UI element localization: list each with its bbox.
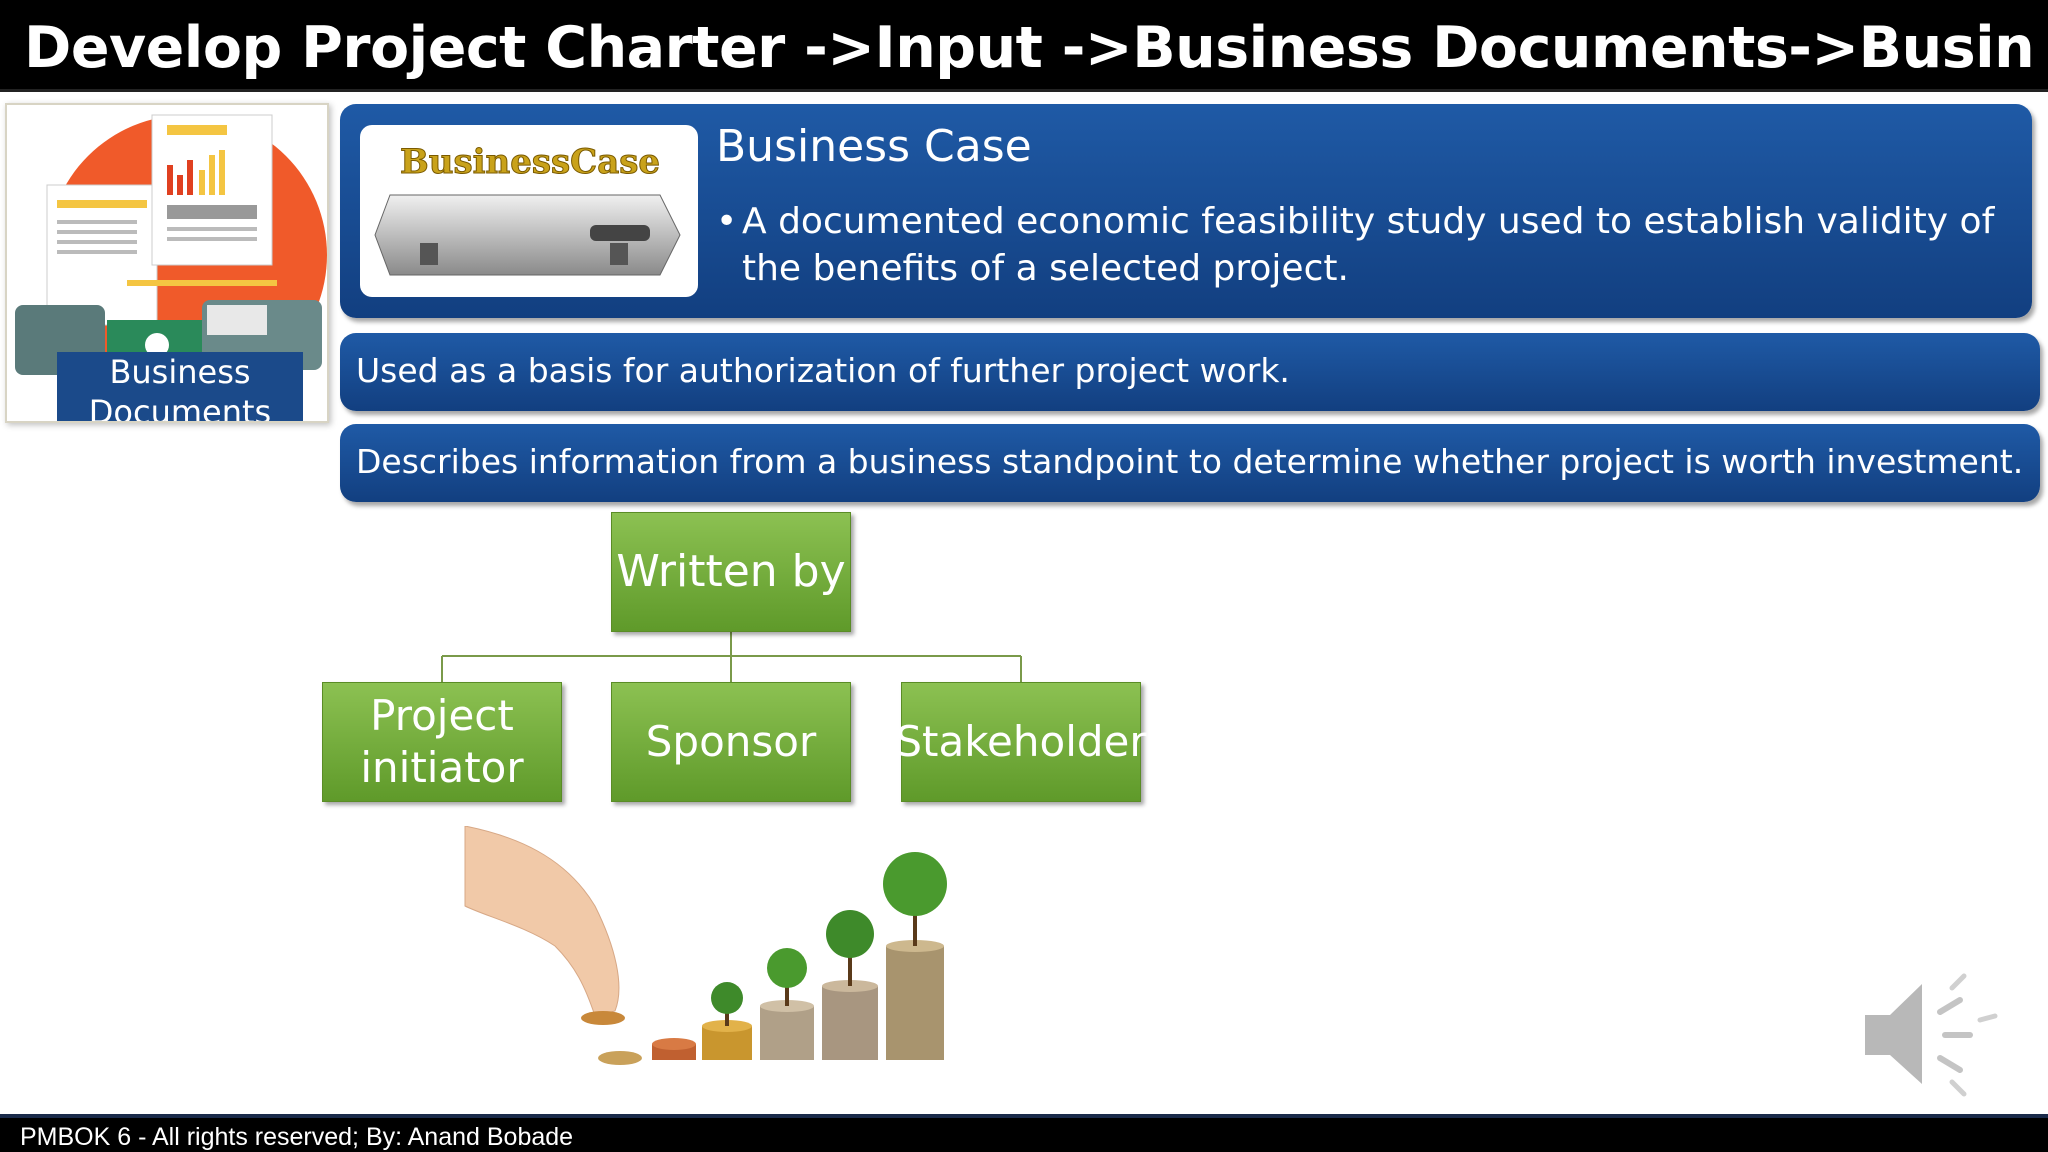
business-case-panel: BusinessCase Business Case •A documented… [340,104,2032,318]
thumb-label-line2: Documents [88,393,272,423]
bullet-text: A documented economic feasibility study … [742,201,1995,289]
org-chart-connectors [441,632,1022,682]
slide-title: Develop Project Charter ->Input ->Busine… [24,15,2034,81]
point-text-1: Used as a basis for authorization of fur… [356,351,1290,390]
briefcase-image-text: BusinessCase [400,142,660,182]
org-child-2-label: Sponsor [645,717,817,766]
business-documents-label: Business Documents [57,352,303,423]
footer-bar: PMBOK 6 - All rights reserved; By: Anand… [0,1114,2048,1152]
org-child-sponsor: Sponsor [611,682,851,802]
point-box-2: Describes information from a business st… [340,424,2040,502]
briefcase-image: BusinessCase [360,125,698,297]
org-child-1-line2: initiator [360,743,524,792]
bullet-marker: • [716,201,738,242]
org-child-1-line1: Project [370,691,514,740]
org-root-written-by: Written by [611,512,851,632]
org-child-project-initiator: Project initiator [322,682,562,802]
point-text-2: Describes information from a business st… [356,442,2024,481]
org-root-label: Written by [616,546,846,597]
org-child-3-label: Stakeholder [895,717,1147,766]
business-case-bullet: •A documented economic feasibility study… [716,198,2016,298]
business-documents-thumbnail: Business Documents [5,103,329,423]
footer-text: PMBOK 6 - All rights reserved; By: Anand… [20,1123,574,1151]
business-case-heading: Business Case [716,121,1032,172]
briefcase-icon: BusinessCase [374,142,681,276]
growing-coins-image [464,826,947,1065]
thumb-label-line1: Business [109,353,251,391]
speaker-icon[interactable] [1860,970,2000,1100]
title-bar: Develop Project Charter ->Input ->Busine… [0,0,2048,92]
point-box-1: Used as a basis for authorization of fur… [340,333,2040,411]
org-child-stakeholder: Stakeholder [895,682,1147,802]
